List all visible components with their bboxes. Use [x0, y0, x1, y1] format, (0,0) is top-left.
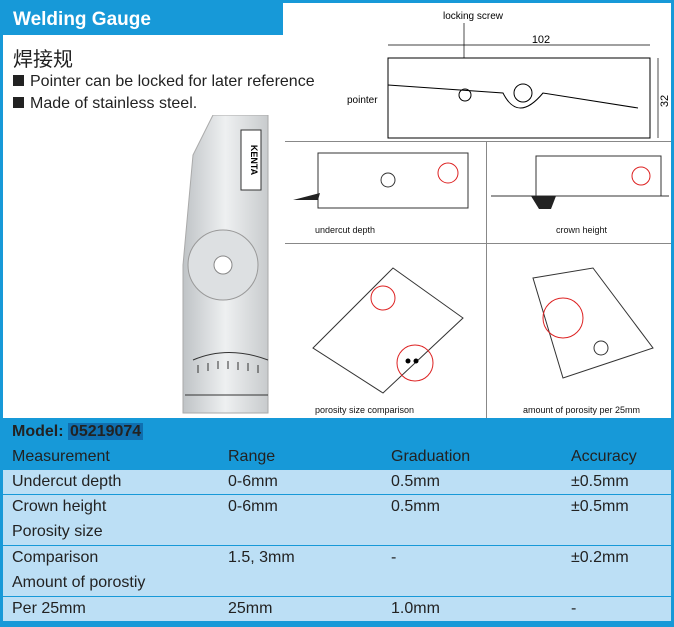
undercut-illustration [293, 152, 469, 209]
feature-text: Pointer can be locked for later referenc… [30, 73, 315, 90]
cell: Per 25mm [12, 599, 86, 617]
header-accuracy: Accuracy [571, 447, 637, 465]
chinese-title: 焊接规 [13, 49, 73, 71]
cell: 1.0mm [391, 599, 440, 617]
gauge-photo: KENTA [182, 115, 269, 414]
table-row: Amount of porostiy [3, 570, 671, 597]
bullet-icon [13, 75, 24, 86]
cell: Amount of porostiy [12, 573, 146, 591]
dimension-drawing: locking screw 102 pointer 32 [347, 11, 671, 139]
cell: Comparison [12, 548, 99, 566]
cell: 0-6mm [228, 498, 278, 516]
header-range: Range [228, 447, 276, 465]
brand-logo: KENTA [249, 145, 259, 176]
caption-crown-height: crown height [556, 225, 608, 235]
header-graduation: Graduation [391, 447, 471, 465]
model-label: Model: 05219074 [12, 423, 144, 441]
height-dimension: 32 [659, 95, 671, 107]
cell: 1.5, 3mm [228, 548, 295, 566]
cell: ±0.5mm [571, 498, 629, 516]
feature-text: Made of stainless steel. [30, 95, 198, 112]
bullet-icon [13, 97, 24, 108]
model-number: 05219074 [68, 423, 144, 440]
table-row: Comparison 1.5, 3mm - ±0.2mm [3, 545, 671, 571]
cell: 0.5mm [391, 498, 440, 516]
cell: 0.5mm [391, 472, 440, 490]
spec-table: Model: 05219074 Measurement Range Gradua… [3, 420, 671, 622]
porosity-comparison-illustration [312, 267, 464, 394]
caption-porosity-size: porosity size comparison [315, 405, 415, 415]
crown-height-illustration [491, 155, 669, 209]
table-row: Per 25mm 25mm 1.0mm - [3, 596, 671, 622]
cell: - [391, 548, 397, 566]
feature-item: Pointer can be locked for later referenc… [13, 73, 315, 91]
cell: Crown height [12, 498, 107, 516]
cell: - [571, 599, 577, 617]
model-row: Model: 05219074 [3, 420, 671, 445]
table-header: Measurement Range Graduation Accuracy [3, 444, 671, 470]
cell: ±0.2mm [571, 548, 629, 566]
product-title: Welding Gauge [3, 3, 283, 35]
table-row: Porosity size [3, 520, 671, 546]
model-label-text: Model: [12, 423, 64, 440]
cell: Porosity size [12, 523, 103, 541]
porosity-amount-illustration [532, 267, 654, 379]
cell: 0-6mm [228, 472, 278, 490]
pointer-label: pointer [347, 95, 378, 106]
caption-undercut-depth: undercut depth [315, 225, 376, 235]
cell: Undercut depth [12, 472, 122, 490]
header-measurement: Measurement [12, 447, 110, 465]
caption-porosity-amount: amount of porosity per 25mm [523, 405, 641, 415]
product-info-panel: Welding Gauge 焊接规 Pointer can be locked … [3, 3, 671, 418]
cell: ±0.5mm [571, 472, 629, 490]
feature-item: Made of stainless steel. [13, 95, 197, 113]
table-row: Undercut depth 0-6mm 0.5mm ±0.5mm [3, 469, 671, 496]
table-row: Crown height 0-6mm 0.5mm ±0.5mm [3, 495, 671, 521]
locking-screw-label: locking screw [443, 11, 504, 22]
cell: 25mm [228, 599, 273, 617]
length-dimension: 102 [532, 34, 550, 46]
